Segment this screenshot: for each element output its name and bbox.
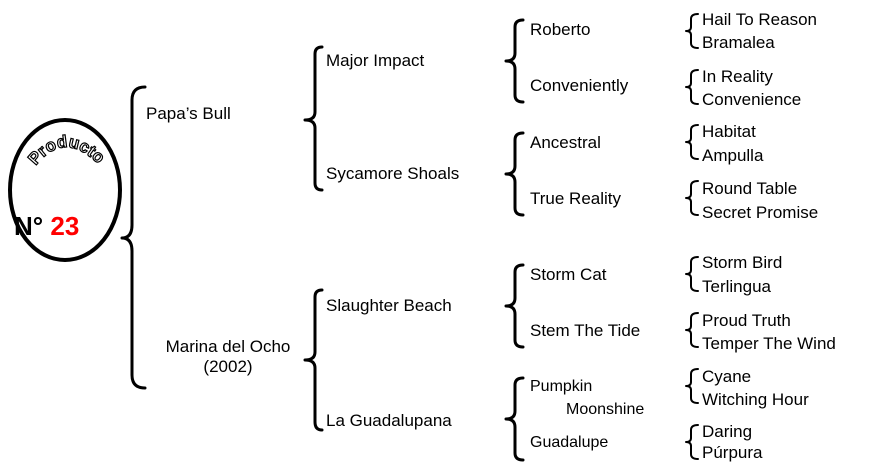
ssd-dam: Convenience: [702, 90, 802, 109]
brace-sycamore-shoals: [504, 131, 525, 217]
brace-major-impact: [504, 18, 525, 104]
sd-sire-name: Ancestral: [530, 133, 601, 152]
sds-dam: Ampulla: [702, 146, 764, 165]
sdd-sire: Round Table: [702, 179, 798, 198]
badge-number-prefix: N°: [14, 211, 44, 241]
sss-sire: Hail To Reason: [702, 10, 817, 29]
dam-dam-name: La Guadalupana: [326, 411, 452, 430]
brace-marina-del-ocho: [303, 288, 324, 432]
sire-name: Papa’s Bull: [146, 104, 231, 123]
sss-dam: Bramalea: [702, 33, 775, 52]
brace-slaughter-beach: [504, 263, 525, 349]
badge-oval: [8, 118, 122, 262]
dam-sire-name: Slaughter Beach: [326, 296, 452, 315]
dam-year: (2002): [203, 357, 253, 376]
dds-dam: Witching Hour: [702, 390, 809, 409]
brace-conveniently: [685, 69, 699, 105]
dd-dam-name: Guadalupe: [530, 434, 609, 451]
ds-sire-name: Storm Cat: [530, 265, 607, 284]
brace-stem-the-tide: [685, 312, 699, 348]
ssd-sire: In Reality: [702, 67, 773, 86]
ds-dam-name: Stem The Tide: [530, 321, 641, 340]
dss-sire: Storm Bird: [702, 253, 783, 272]
dds-sire: Cyane: [702, 367, 752, 386]
dss-dam: Terlingua: [702, 277, 771, 296]
brace-storm-cat: [685, 256, 699, 292]
brace-ancestral: [685, 124, 699, 160]
brace-roberto: [685, 13, 699, 49]
dsd-sire: Proud Truth: [702, 311, 791, 330]
brace-la-guadalupana: [504, 376, 525, 462]
brace-true-reality: [685, 180, 699, 216]
badge-number: N° 23: [14, 211, 79, 242]
sire-dam-name: Sycamore Shoals: [326, 164, 460, 183]
sds-sire: Habitat: [702, 122, 756, 141]
brace-level1: [120, 85, 147, 390]
brace-guadalupe: [685, 424, 699, 460]
dam-name: Marina del Ocho: [165, 337, 291, 356]
dd-sire-name-line1: Pumpkin: [530, 378, 593, 395]
sire-sire-name: Major Impact: [326, 51, 425, 70]
ddd-dam: Púrpura: [702, 443, 763, 462]
sd-dam-name: True Reality: [530, 189, 622, 208]
dsd-dam: Temper The Wind: [702, 334, 836, 353]
ss-sire-name: Roberto: [530, 20, 591, 39]
badge-number-value: 23: [50, 211, 80, 241]
ddd-sire: Daring: [702, 422, 753, 441]
brace-pumpkin-moonshine: [685, 368, 699, 404]
sdd-dam: Secret Promise: [702, 203, 819, 222]
dd-sire-name-line2: Moonshine: [566, 401, 645, 418]
brace-papas-bull: [303, 45, 324, 192]
ss-dam-name: Conveniently: [530, 76, 629, 95]
